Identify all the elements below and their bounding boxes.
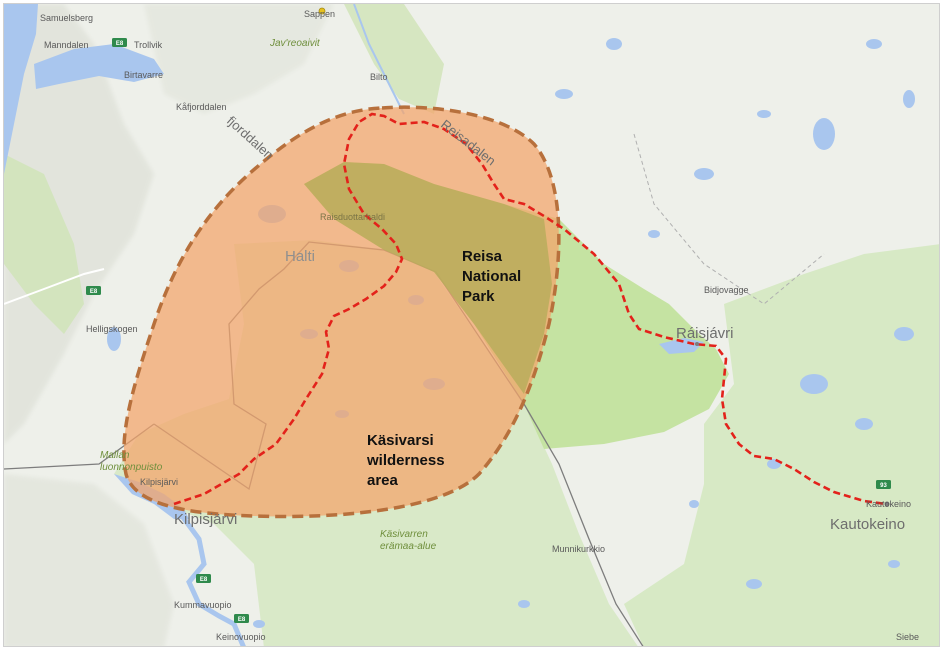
annotation-reisa-line-2: National	[462, 268, 521, 285]
label-keinovuopio: Keinovuopio	[216, 632, 266, 642]
annotation-kasivarsi-line-2: wilderness	[366, 452, 445, 469]
label-helligskogen: Helligskogen	[86, 324, 138, 334]
river-south	[179, 514, 246, 646]
label-munnikurkkio: Munnikurkkio	[552, 544, 605, 554]
svg-text:E8: E8	[90, 289, 98, 295]
fjord-water	[4, 4, 38, 174]
label-kautokeino: Kautokeino	[830, 516, 905, 533]
label-siebe: Siebe	[896, 632, 919, 642]
label-samuelsberg: Samuelsberg	[40, 13, 93, 23]
hiking-route	[173, 112, 887, 506]
svg-text:E8: E8	[116, 41, 124, 47]
reisa-national-park-annotation: Reisa National Park	[462, 248, 521, 305]
label-raisduottarhaldi: Raisduottarhaldi	[320, 212, 385, 222]
annotation-reisa-line-3: Park	[462, 288, 495, 305]
label-manndalen: Manndalen	[44, 40, 89, 50]
label-javreoaivit: Jav'reoaivit	[269, 38, 321, 49]
label-kautokeino-small: Kautokeino	[866, 499, 911, 509]
label-kummavuopio: Kummavuopio	[174, 600, 232, 610]
terrain-shading	[4, 4, 334, 646]
kasivarsi-wilderness-annotation: Käsivarsi wilderness area	[366, 432, 445, 489]
svg-text:E8: E8	[200, 577, 208, 583]
svg-text:E8: E8	[238, 617, 246, 623]
label-luonnonpuisto: luonnonpuisto	[100, 462, 163, 473]
label-malla: Mallan	[100, 450, 130, 461]
label-kasivarren-1: Käsivarren	[380, 529, 428, 540]
fjord-inlet	[34, 44, 164, 89]
sappen-marker	[318, 7, 326, 15]
map-view[interactable]: E8 E8 E8 E8 93 Samuelsberg Manndalen Tro…	[3, 3, 940, 647]
place-markers	[695, 342, 890, 507]
road-shield-e8-south2: E8	[234, 614, 249, 623]
map-canvas[interactable]: E8 E8 E8 E8 93 Samuelsberg Manndalen Tro…	[4, 4, 940, 647]
road-shield-e8-south: E8	[196, 574, 211, 583]
raisjavri-lake	[659, 338, 704, 354]
annotation-reisa-line-1: Reisa	[462, 248, 503, 265]
label-raisiavri: Ráisjávri	[676, 325, 734, 342]
label-kilpisjarvi-small: Kilpisjärvi	[140, 477, 178, 487]
road-shield-e8-west: E8	[86, 286, 101, 295]
label-bilto: Bilto	[370, 72, 388, 82]
river-north	[353, 4, 405, 115]
label-halti: Halti	[285, 248, 315, 265]
green-valley	[4, 4, 444, 334]
svg-text:93: 93	[880, 483, 887, 489]
label-birtavarre: Birtavarre	[124, 70, 163, 80]
label-kasivarren-2: erämaa-alue	[380, 541, 437, 552]
road-shield-e8-north: E8	[112, 38, 127, 47]
annotation-kasivarsi-line-3: area	[367, 472, 399, 489]
raisduottarhaldi-highland	[304, 162, 552, 394]
label-sappen: Sappen	[304, 9, 335, 19]
road-shield-93: 93	[876, 480, 891, 489]
label-trollvik: Trollvik	[134, 40, 163, 50]
road-e8	[4, 268, 105, 305]
annotation-kasivarsi-line-1: Käsivarsi	[367, 432, 434, 449]
label-kafjorddalen: Kåfjorddalen	[176, 102, 227, 112]
label-kilpisjarvi: Kilpisjärvi	[174, 511, 237, 528]
forest-southeast	[624, 244, 939, 646]
label-bidjovagge: Bidjovagge	[704, 285, 749, 295]
admin-boundary	[633, 133, 825, 305]
